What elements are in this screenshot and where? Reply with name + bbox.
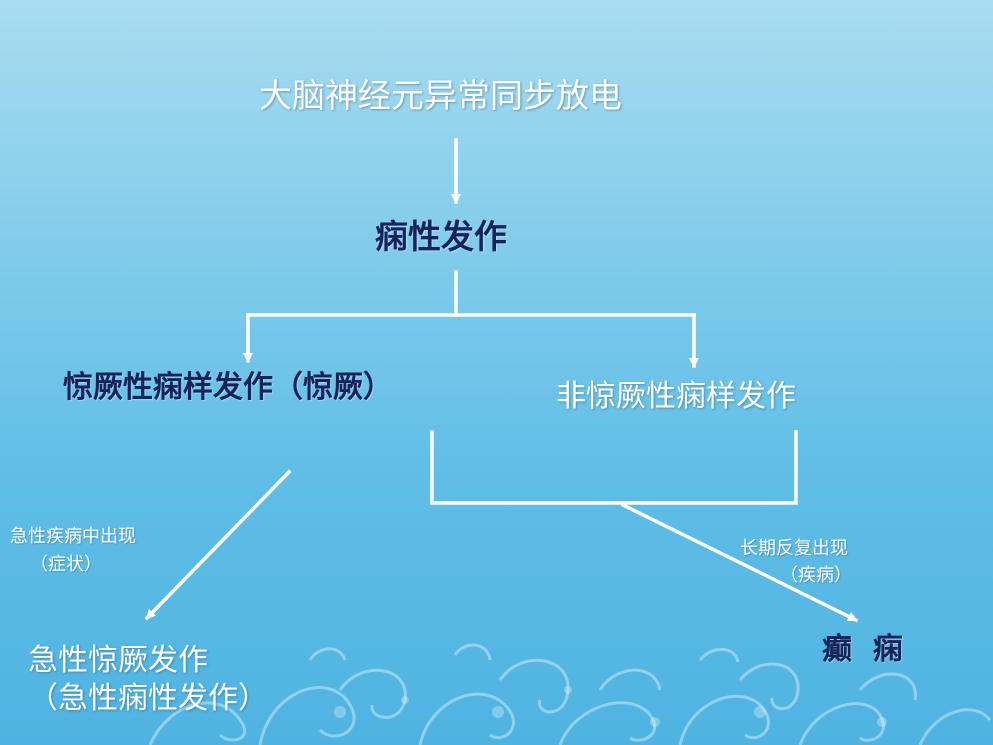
node-acute-convulsion-line2: （急性痫性发作）: [28, 681, 268, 716]
arrow-convulsive-to-acute: [144, 469, 292, 621]
edge-label-chronic-line1: 长期反复出现: [740, 538, 848, 559]
bracket-merge: [430, 430, 798, 505]
node-epilepsy: 癫 痫: [822, 632, 903, 667]
node-nonconvulsive-seizure: 非惊厥性痫样发作: [556, 379, 796, 414]
node-acute-convulsion-line1: 急性惊厥发作: [28, 643, 208, 678]
node-convulsive-seizure: 惊厥性痫样发作（惊厥）: [63, 370, 393, 405]
edge-label-acute-line2: （症状）: [30, 554, 102, 575]
arrow-merge-to-epilepsy: [620, 502, 859, 623]
node-neuronal-discharge: 大脑神经元异常同步放电: [259, 76, 622, 115]
edge-label-chronic-line2: （疾病）: [780, 565, 852, 586]
node-seizure: 痫性发作: [375, 217, 507, 256]
edge-label-acute-line1: 急性疾病中出现: [10, 526, 136, 547]
